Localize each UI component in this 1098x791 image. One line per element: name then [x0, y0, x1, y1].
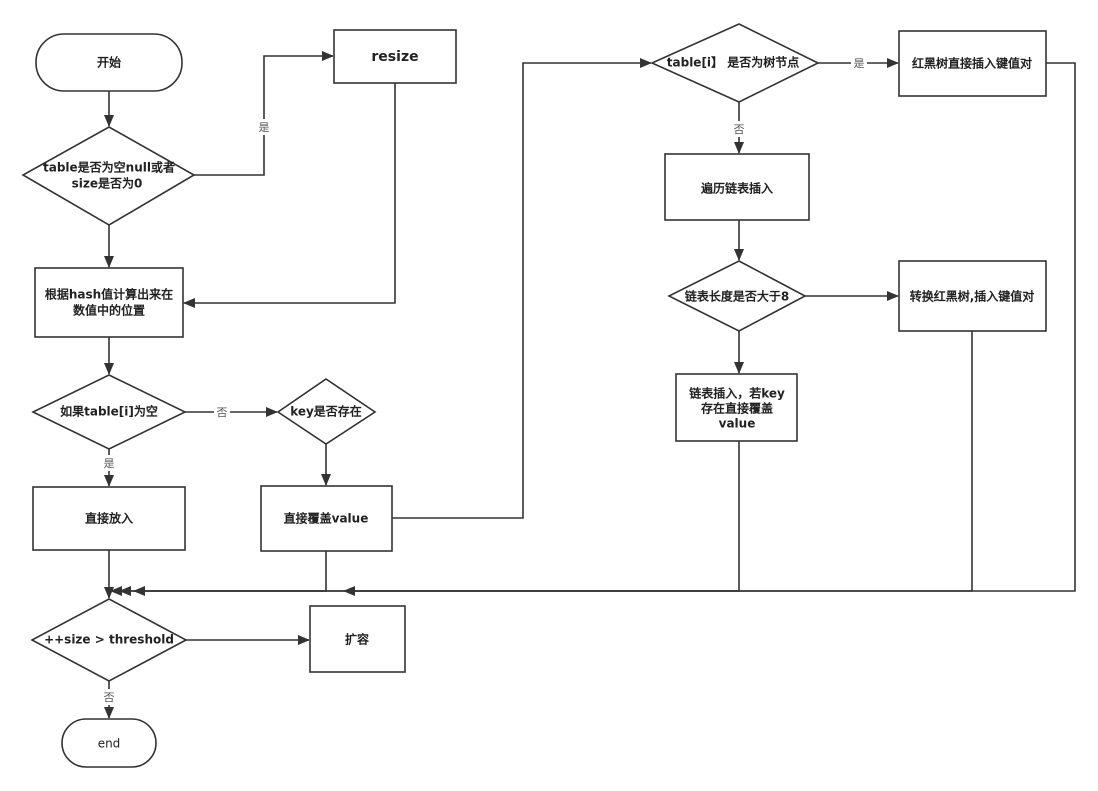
node-start-label: 开始 — [97, 55, 121, 70]
node-compute-index-line2: 数值中的位置 — [73, 303, 145, 318]
edge-check-table-to-resize — [194, 51, 334, 176]
node-check-threshold: ++size > threshold — [30, 598, 188, 682]
node-key-exists-label: key是否存在 — [290, 404, 362, 419]
node-overwrite-value: 直接覆盖value — [260, 485, 393, 552]
node-put-direct: 直接放入 — [32, 486, 186, 551]
node-check-table-empty-line2: size是否为0 — [72, 176, 143, 191]
node-put-direct-label: 直接放入 — [85, 511, 133, 526]
edge-labels: 是 否 是 是 否 否 — [101, 55, 867, 705]
node-rb-insert: 红黑树直接插入键值对 — [898, 30, 1047, 97]
node-list-insert-line1: 链表插入，若key — [689, 386, 785, 401]
node-compute-index: 根据hash值计算出来在 数值中的位置 — [34, 267, 184, 338]
node-key-exists: key是否存在 — [276, 378, 377, 445]
node-start: 开始 — [35, 33, 183, 92]
node-resize: resize — [333, 29, 457, 84]
node-resize-label: resize — [371, 49, 418, 65]
node-convert-rb-label: 转换红黑树,插入键值对 — [910, 289, 1035, 304]
node-check-table-empty: table是否为空null或者 size是否为0 — [21, 126, 196, 226]
edge-convert-rb-to-threshold — [133, 331, 973, 596]
node-list-length-check-label: 链表长度是否大于8 — [685, 289, 789, 304]
node-check-bucket-empty: 如果table[i]为空 — [31, 374, 187, 450]
edge-label-no-key-exists: 否 — [217, 406, 228, 419]
node-check-table-empty-line1: table是否为空null或者 — [43, 160, 175, 175]
node-rb-insert-label: 红黑树直接插入键值对 — [912, 56, 1032, 71]
edge-overwrite-to-threshold — [110, 551, 327, 596]
edge-resize-to-compute-index — [183, 83, 396, 308]
node-end-label: end — [98, 737, 121, 751]
node-is-tree-node-label: table[i】 是否为树节点 — [667, 55, 799, 70]
node-list-insert-line2: 存在直接覆盖 — [700, 401, 773, 416]
node-is-tree-node: table[i】 是否为树节点 — [650, 23, 820, 103]
node-end: end — [61, 718, 157, 768]
node-overwrite-value-label: 直接覆盖value — [284, 511, 369, 526]
node-convert-rb: 转换红黑树,插入键值对 — [898, 260, 1047, 332]
node-traverse-list-label: 遍历链表插入 — [700, 181, 773, 196]
node-compute-index-line1: 根据hash值计算出来在 — [45, 287, 173, 302]
node-list-insert: 链表插入，若key 存在直接覆盖 value — [675, 373, 798, 442]
edge-label-yes-resize: 是 — [259, 121, 270, 134]
node-expand-label: 扩容 — [345, 632, 369, 647]
node-check-threshold-label: ++size > threshold — [44, 633, 174, 647]
edge-list-insert-to-threshold — [119, 441, 740, 596]
node-check-bucket-empty-label: 如果table[i]为空 — [60, 404, 158, 419]
node-list-insert-line3: value — [719, 417, 756, 431]
edge-label-no-traverse: 否 — [734, 123, 745, 136]
edge-label-yes-put-direct: 是 — [104, 457, 115, 470]
edge-rb-insert-to-threshold — [343, 62, 1076, 596]
edge-overwrite-to-is-tree — [392, 58, 652, 519]
edges — [104, 51, 1076, 719]
edge-label-yes-rb-insert: 是 — [854, 57, 865, 70]
node-traverse-list: 遍历链表插入 — [664, 153, 810, 221]
node-list-length-check: 链表长度是否大于8 — [667, 260, 807, 332]
edge-label-no-end: 否 — [104, 691, 115, 704]
node-expand: 扩容 — [309, 605, 406, 673]
